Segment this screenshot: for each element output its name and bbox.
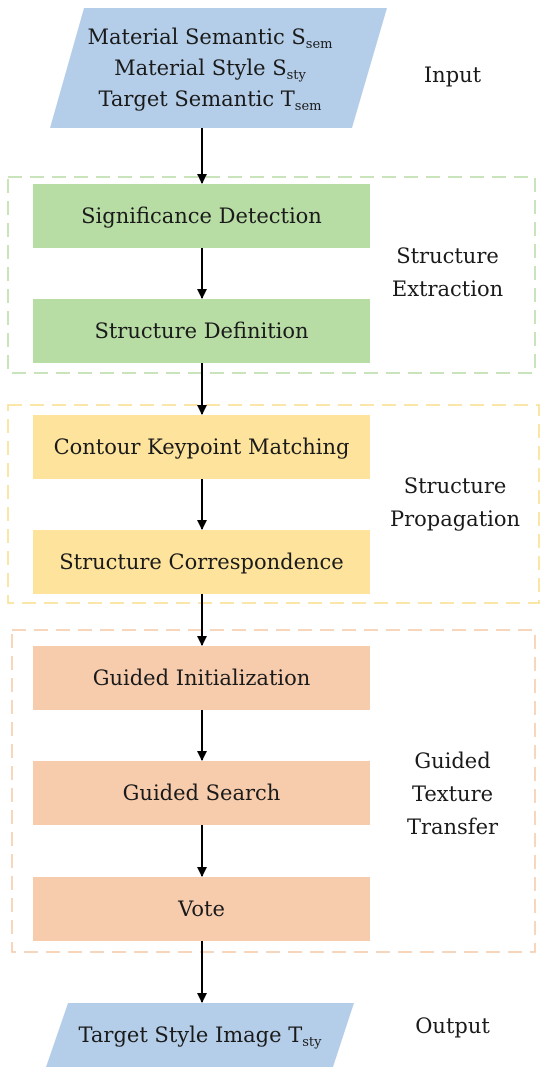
output-line-target-style-image: Target Style Image Tsty xyxy=(79,1020,322,1051)
step-box-structure-definition xyxy=(33,299,370,363)
step-box-contour-keypoint-matching xyxy=(33,415,370,479)
input-node-text: Material Semantic Ssem Material Style Ss… xyxy=(60,14,360,122)
input-line2-text: Material Style S xyxy=(114,55,287,80)
input-line-material-semantic: Material Semantic Ssem xyxy=(87,22,332,53)
group-label-line: Structure xyxy=(396,244,499,268)
step-box-guided-initialization xyxy=(33,646,370,710)
step-guided-search: Guided Search xyxy=(33,761,370,825)
step-box-significance-detection xyxy=(33,184,370,248)
group-label-structure-propagation: Structure Propagation xyxy=(385,468,525,538)
step-label: Structure Correspondence xyxy=(59,549,344,574)
step-structure-definition: Structure Definition xyxy=(33,299,370,363)
group-label-line: Structure xyxy=(403,474,507,498)
step-box-structure-correspondence xyxy=(33,530,370,594)
step-label: Structure Definition xyxy=(94,318,309,343)
group-label-line: Propagation xyxy=(389,507,521,531)
group-label-guided-texture-transfer: Guided Texture Transfer xyxy=(395,743,510,845)
step-label: Guided Search xyxy=(122,780,281,805)
input-line1-subscript: sem xyxy=(305,36,333,52)
output-line1-text: Target Style Image T xyxy=(78,1022,303,1047)
step-label: Significance Detection xyxy=(81,203,322,228)
input-label: Input xyxy=(395,55,510,95)
input-line-material-style: Material Style Ssty xyxy=(114,53,306,84)
step-contour-keypoint-matching: Contour Keypoint Matching xyxy=(33,415,370,479)
step-label: Contour Keypoint Matching xyxy=(53,434,350,459)
step-guided-initialization: Guided Initialization xyxy=(33,646,370,710)
step-box-vote xyxy=(33,877,370,941)
group-label-line: Guided xyxy=(414,748,491,773)
input-label-text: Input xyxy=(423,62,482,87)
group-border-guided-texture-transfer xyxy=(11,629,536,953)
step-structure-correspondence: Structure Correspondence xyxy=(33,530,370,594)
output-label: Output xyxy=(395,1006,510,1046)
group-label-line: Transfer xyxy=(406,814,499,839)
group-border-structure-propagation xyxy=(7,404,540,604)
input-line1-text: Material Semantic S xyxy=(87,24,306,49)
group-label-structure-extraction: Structure Extraction xyxy=(380,238,515,308)
output-label-text: Output xyxy=(415,1013,490,1038)
step-box-guided-search xyxy=(33,761,370,825)
input-line-target-semantic: Target Semantic Tsem xyxy=(99,84,322,115)
input-line3-subscript: sem xyxy=(294,98,322,114)
group-label-line: Extraction xyxy=(391,277,504,301)
input-parallelogram xyxy=(50,8,387,128)
input-line2-subscript: sty xyxy=(286,67,306,83)
step-significance-detection: Significance Detection xyxy=(33,184,370,248)
step-vote: Vote xyxy=(33,877,370,941)
step-label: Guided Initialization xyxy=(92,665,311,690)
group-label-line: Texture xyxy=(411,781,494,806)
input-line3-text: Target Semantic T xyxy=(98,86,295,111)
group-border-structure-extraction xyxy=(7,176,536,374)
output-node-text: Target Style Image Tsty xyxy=(55,1005,345,1065)
step-label: Vote xyxy=(178,896,225,921)
output-parallelogram xyxy=(46,1003,354,1067)
output-line1-subscript: sty xyxy=(302,1034,322,1050)
